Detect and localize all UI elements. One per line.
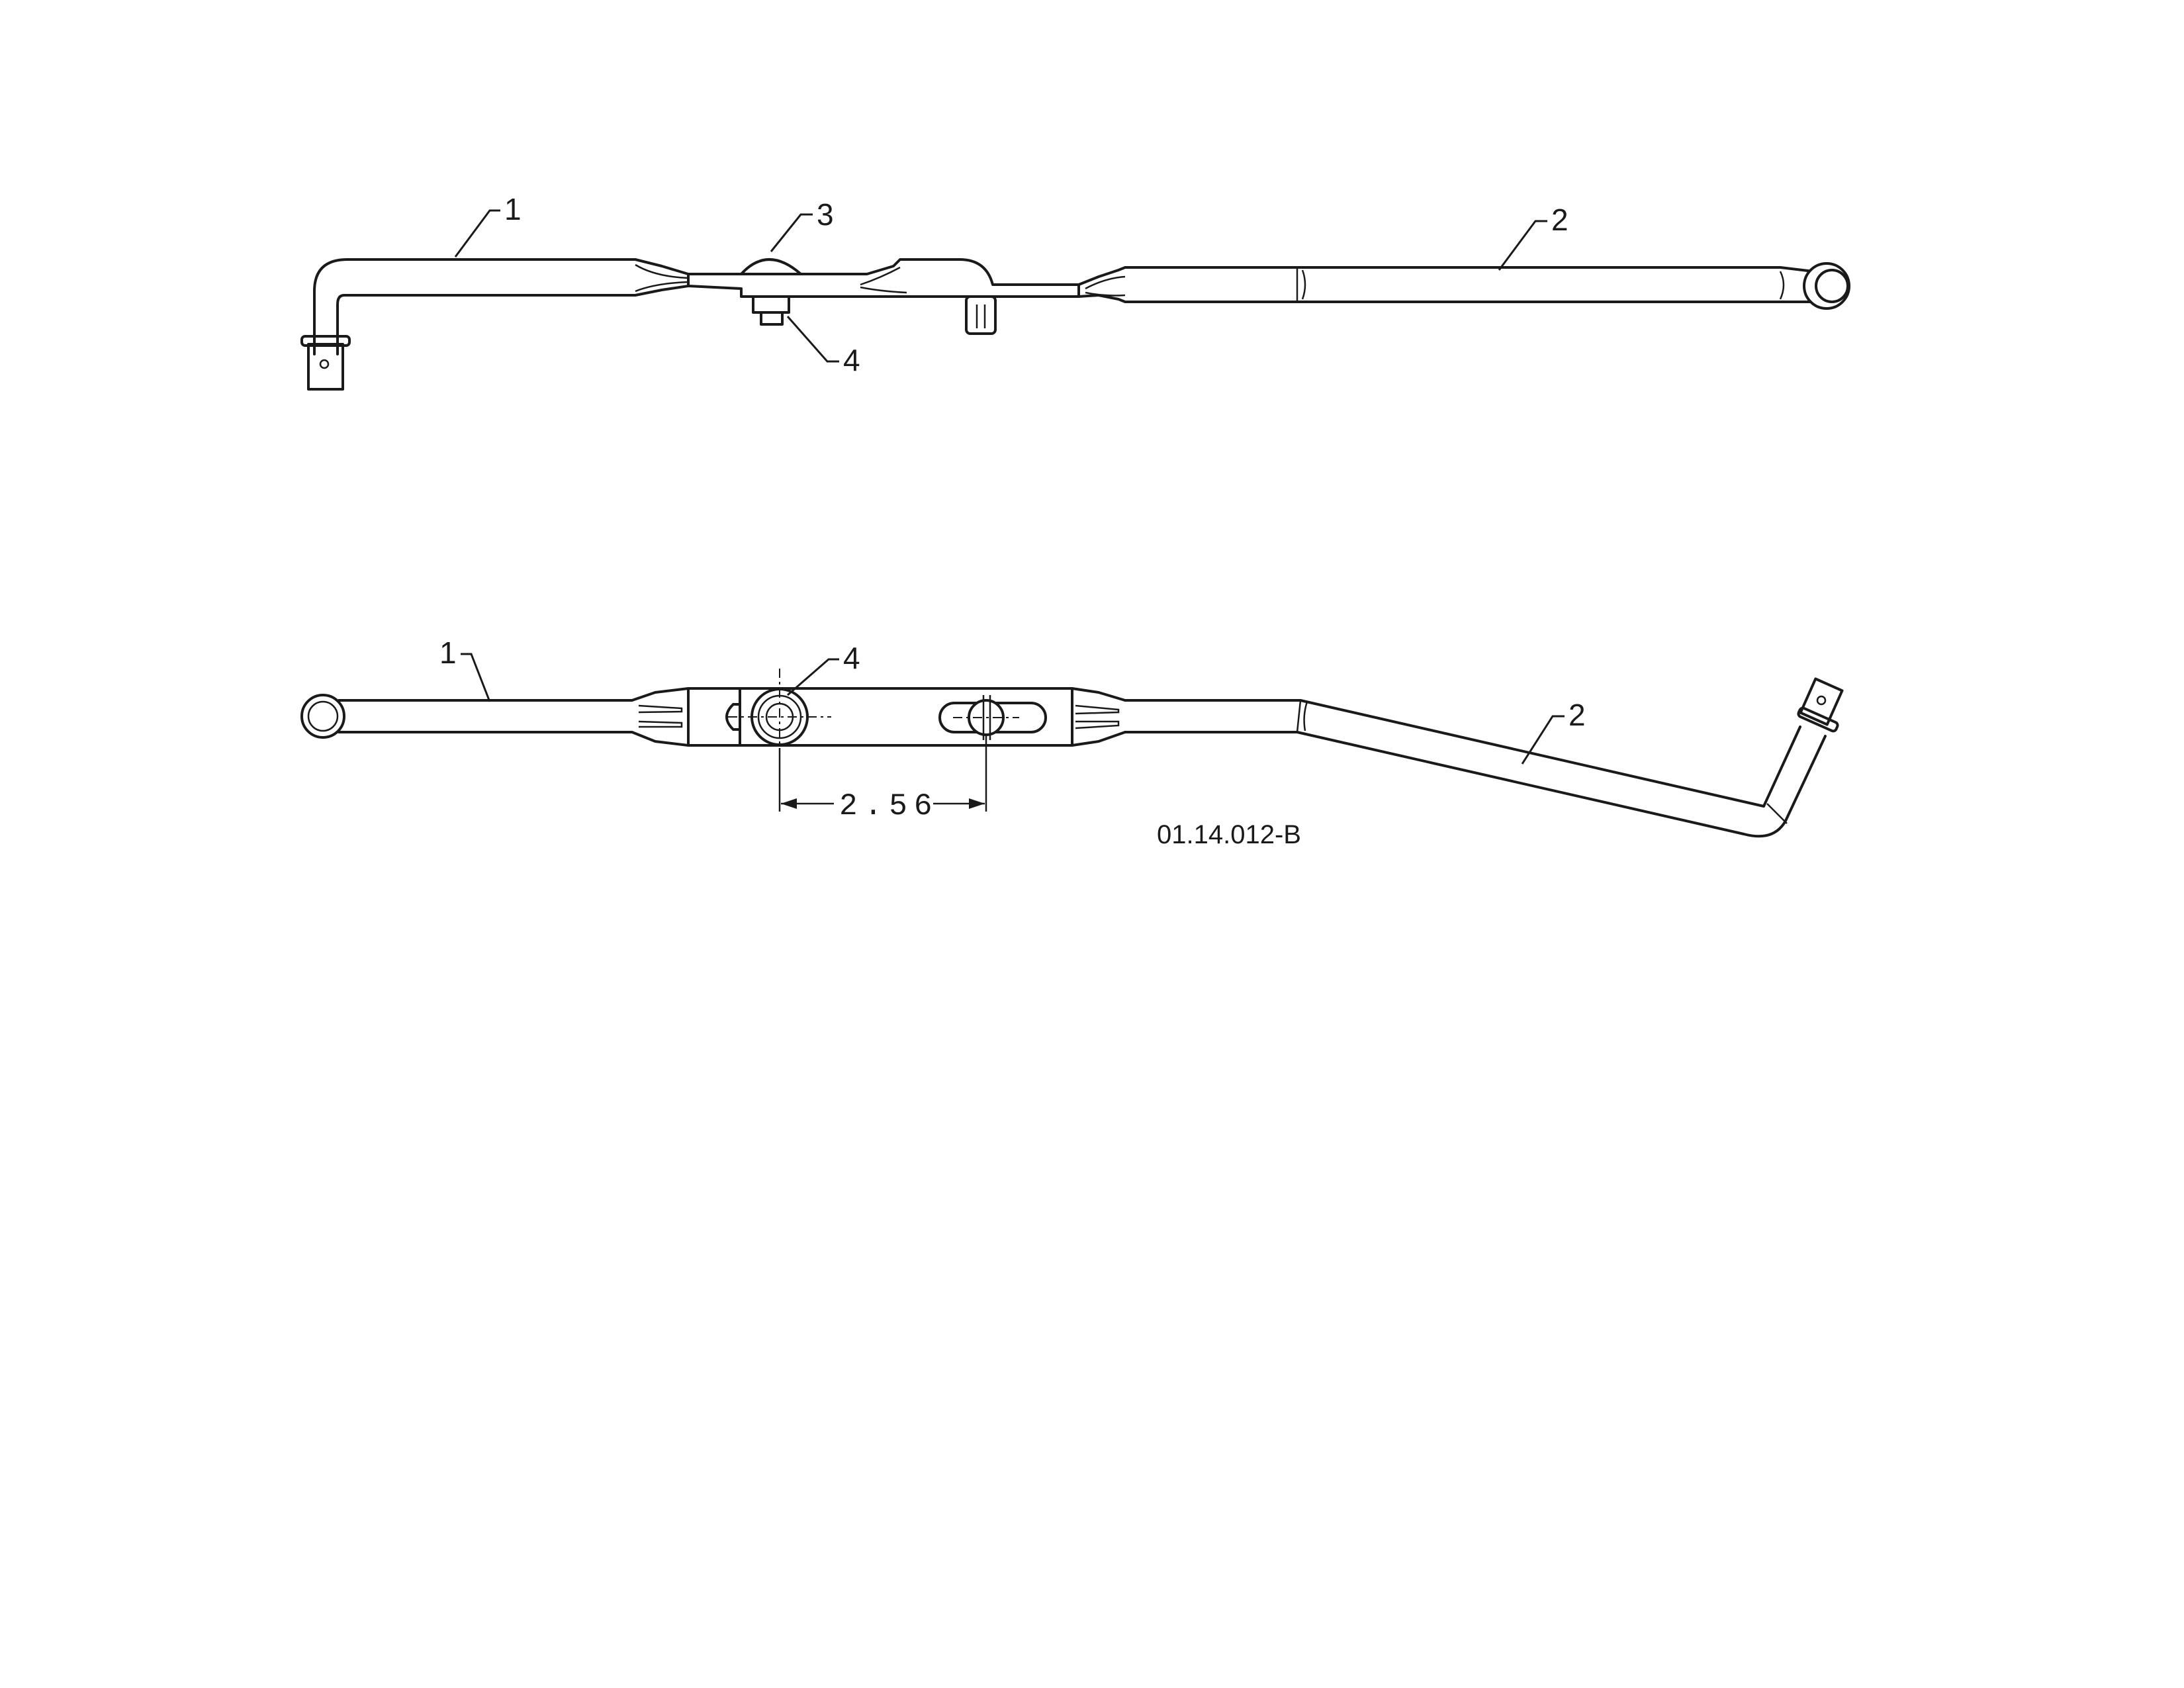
top-bolt-head (740, 258, 802, 275)
top-adjuster-plate (687, 258, 1080, 298)
top-rod-1-collar (300, 335, 351, 347)
bottom-rod-2 (1124, 699, 1827, 838)
bottom-leader-2 (1521, 715, 1565, 765)
bottom-adjuster-body (687, 687, 1073, 747)
top-leader-4 (786, 316, 839, 363)
top-nut (752, 295, 790, 314)
top-leader-1 (454, 209, 500, 258)
top-rod-2 (1077, 266, 1815, 303)
bottom-callout-1: 1 (439, 635, 457, 670)
bottom-view: 2.56 1 2 4 (300, 635, 1844, 838)
bottom-left-slot (725, 703, 741, 731)
dimension-2-56: 2.56 (778, 736, 987, 823)
top-leader-3 (770, 213, 813, 252)
bottom-leader-1 (461, 653, 491, 702)
top-callout-4: 4 (843, 343, 860, 377)
top-clip (965, 295, 997, 335)
dimension-label: 2.56 (839, 789, 938, 823)
top-rod-1 (313, 258, 690, 355)
top-callout-3: 3 (817, 197, 834, 232)
bottom-callout-4: 4 (843, 641, 860, 675)
top-callout-1: 1 (504, 192, 522, 226)
top-callout-2: 2 (1551, 203, 1569, 237)
bottom-leader-4 (787, 658, 839, 696)
bottom-rod-2-end-tab (1799, 677, 1844, 726)
drawing-number: 01.14.012-B (1157, 820, 1301, 849)
top-leader-2 (1498, 220, 1547, 271)
top-rod-1-pin-hole (319, 359, 330, 369)
bottom-rod-1 (338, 687, 690, 747)
bottom-callout-2: 2 (1569, 698, 1586, 732)
top-view: 1 2 3 4 (300, 192, 1850, 391)
bottom-rod-2-collar (1797, 706, 1839, 733)
top-washer (760, 311, 784, 326)
